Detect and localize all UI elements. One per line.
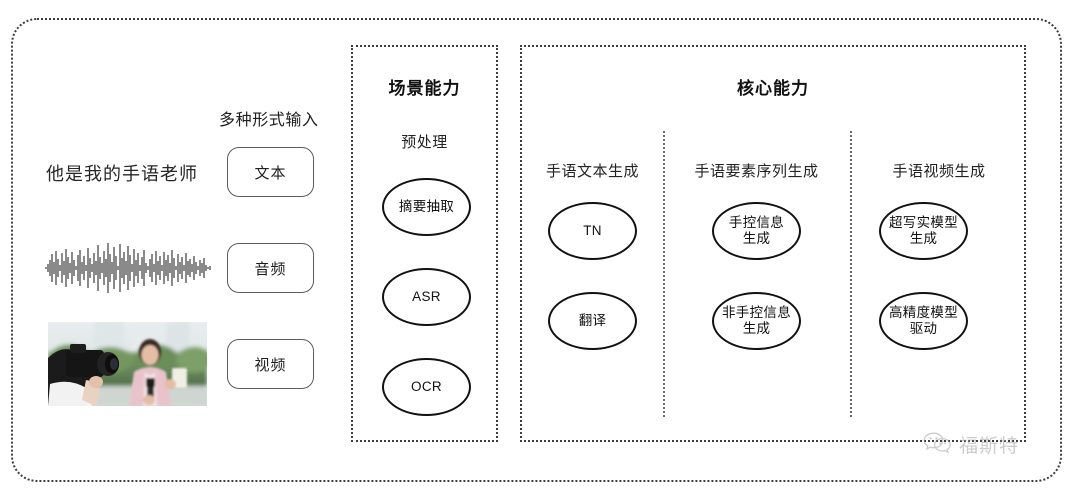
scene-capability-panel: 场景能力 预处理 摘要抽取 ASR OCR — [351, 45, 498, 442]
node-asr[interactable]: ASR — [382, 268, 471, 326]
node-ocr-label: OCR — [411, 378, 442, 394]
node-summary-extraction-label: 摘要抽取 — [398, 198, 455, 214]
input-section-title: 多种形式输入 — [219, 112, 319, 129]
scene-sublabel-preprocess: 预处理 — [401, 134, 448, 151]
node-manual-info-generation-label: 手控信息 生成 — [728, 214, 785, 246]
node-asr-label: ASR — [412, 288, 441, 304]
node-hyperrealistic-model-generation-label: 超写实模型 生成 — [889, 214, 958, 246]
node-translation[interactable]: 翻译 — [548, 292, 637, 350]
input-chip-video[interactable]: 视频 — [227, 339, 314, 389]
node-ocr[interactable]: OCR — [382, 358, 471, 416]
node-high-precision-model-driving[interactable]: 高精度模型 驱动 — [879, 292, 968, 350]
node-non-manual-info-generation[interactable]: 非手控信息 生成 — [712, 292, 801, 350]
node-tn[interactable]: TN — [548, 202, 637, 260]
node-tn-label: TN — [583, 222, 602, 238]
node-hyperrealistic-model-generation[interactable]: 超写实模型 生成 — [879, 202, 968, 260]
camera-operator-photo — [48, 322, 207, 406]
node-summary-extraction[interactable]: 摘要抽取 — [382, 178, 471, 236]
node-high-precision-model-driving-label: 高精度模型 驱动 — [889, 304, 958, 336]
core-sublabel-sign-video-generation: 手语视频生成 — [892, 163, 986, 180]
node-non-manual-info-generation-label: 非手控信息 生成 — [722, 304, 791, 336]
watermark: 福斯特 — [922, 430, 1019, 459]
core-capability-title: 核心能力 — [737, 79, 809, 98]
scene-capability-title: 场景能力 — [388, 79, 461, 98]
core-sublabel-sign-text-generation: 手语文本生成 — [545, 163, 639, 180]
watermark-text: 福斯特 — [959, 436, 1020, 457]
input-chip-audio[interactable]: 音频 — [227, 243, 314, 293]
core-column-divider-2 — [850, 131, 852, 417]
outer-frame — [11, 18, 1062, 482]
audio-waveform-icon — [44, 240, 214, 296]
input-chip-video-label: 视频 — [254, 356, 287, 374]
node-manual-info-generation[interactable]: 手控信息 生成 — [712, 202, 801, 260]
input-chip-text[interactable]: 文本 — [227, 147, 314, 197]
input-chip-text-label: 文本 — [254, 164, 287, 182]
core-capability-panel: 核心能力 手语文本生成 TN 翻译 手语要素序列生成 手控信息 生成 非手控信息… — [520, 45, 1026, 442]
node-translation-label: 翻译 — [578, 312, 607, 328]
core-column-divider-1 — [663, 131, 665, 417]
wechat-icon — [922, 430, 952, 459]
core-sublabel-sign-element-sequence-generation: 手语要素序列生成 — [694, 163, 819, 180]
input-chip-audio-label: 音频 — [254, 260, 287, 278]
sample-text: 他是我的手语老师 — [46, 164, 198, 184]
